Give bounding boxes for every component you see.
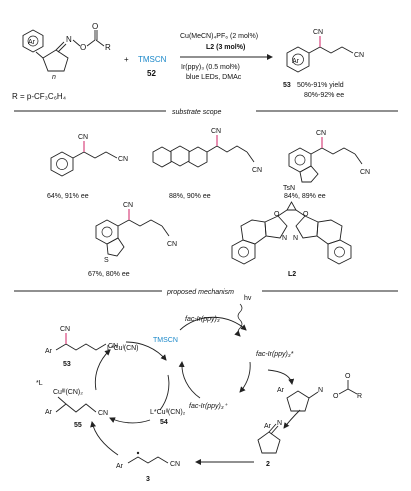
mech-oxime-n: N — [318, 387, 323, 394]
species-53: 53 — [63, 361, 71, 368]
tmscn-reagent: TMSCN — [138, 55, 167, 64]
iminyl-radical-2: N Ar 2 — [257, 409, 301, 468]
tmscn-in-cycle: TMSCN — [153, 337, 178, 344]
copper-cycle: L*Cuᴵ(CN) L*Cuᴵᴵ(CN)₂ 54 TMSCN — [94, 337, 186, 426]
ir-oxidized-state: fac-Ir(ppy)₃⁺ — [189, 403, 229, 410]
mech-oxime-r: R — [357, 393, 362, 400]
cmpd4-s-label: S — [104, 257, 109, 264]
cmpd3-cn-top: CN — [316, 130, 326, 137]
mech-2-ar: Ar — [264, 423, 272, 430]
substrate-oxime-ester: Ar N O O R n — [22, 22, 111, 81]
product-number: 53 — [283, 82, 291, 89]
mech-2-n: N — [277, 420, 282, 427]
cmpd1-cn-top: CN — [78, 134, 88, 141]
condition-copper: Cu(MeCN)₄PF₆ (2 mol%) — [180, 33, 258, 40]
substituent-definition: R = p-CF₃C₆H₄ — [12, 92, 66, 101]
ir-excited-state: fac-Ir(ppy)₃* — [256, 351, 294, 358]
ligand-label: L2 — [288, 271, 296, 278]
product-ee: 80%-92% ee — [304, 92, 344, 99]
reagent-number: 52 — [147, 69, 156, 78]
mech-55-ar: Ar — [45, 409, 53, 416]
cu-i-species: L*Cuᴵ(CN) — [107, 345, 139, 352]
species-55: 55 — [74, 422, 82, 429]
species-54: 54 — [160, 419, 168, 426]
cu-iii-complex: Cuᴵᴵᴵ(CN)₂ — [53, 389, 83, 396]
carbonyl-o-label: O — [92, 22, 98, 31]
scope-compound-indole: TsN CN CN — [283, 130, 370, 192]
cmpd4-cn-top: CN — [123, 202, 133, 209]
mechanism-product-53: CN CN Ar 53 — [45, 326, 118, 368]
condition-photocatalyst: Ir(ppy)₃ (0.5 mol%) — [181, 64, 240, 71]
l2-n-left: N — [282, 235, 287, 242]
scope-result-1: 64%, 91% ee — [47, 193, 89, 200]
ligand-l2-structure: O N O N — [231, 201, 352, 265]
mech-oxime-o: O — [333, 393, 339, 400]
ring-size-n-label: n — [52, 74, 56, 81]
cmpd1-cn-end: CN — [118, 156, 128, 163]
mech-oxime-co: O — [345, 373, 351, 380]
cmpd3-cn-end: CN — [360, 169, 370, 176]
scope-result-4: 67%, 80% ee — [88, 271, 130, 278]
scope-result-3: 84%, 89% ee — [284, 193, 326, 200]
substrate-o-label: O — [80, 43, 86, 52]
product-cn-end: CN — [354, 52, 364, 59]
condition-light-solvent: blue LEDs, DMAc — [186, 74, 242, 81]
main-reaction: Ar N O O R n R = p-CF₃C₆H₄ + TMSCN 52 Cu… — [12, 22, 364, 101]
scope-compound-phenyl: CN CN — [50, 134, 128, 177]
l2-o-right: O — [303, 211, 309, 218]
cmpd4-cn-end: CN — [167, 241, 177, 248]
cmpd2-cn-top: CN — [211, 128, 221, 135]
mech-3-cn-end: CN — [170, 461, 180, 468]
ir-ground-state: fac-Ir(ppy)₃ — [185, 316, 220, 323]
mech-55-cn-end: CN — [98, 410, 108, 417]
scope-header: substrate scope — [172, 109, 222, 116]
species-3: 3 — [146, 476, 150, 483]
mech-oxime-ar: Ar — [277, 387, 285, 394]
mechanism-header: proposed mechanism — [166, 289, 234, 296]
cmpd3-tsn-label: TsN — [283, 185, 295, 192]
substrate-ar-label: Ar — [28, 39, 36, 46]
l2-o-left: O — [274, 211, 280, 218]
oxime-ester-substrate: Ar N O O R — [267, 369, 362, 412]
product-yield: 50%-91% yield — [297, 82, 344, 89]
substrate-n-label: N — [66, 35, 72, 44]
mech-3-ar: Ar — [116, 463, 124, 470]
product-ar-label: Ar — [292, 58, 300, 65]
species-2: 2 — [266, 461, 270, 468]
cu-ii-species: L*Cuᴵᴵ(CN)₂ — [150, 409, 186, 416]
l2-n-right: N — [293, 235, 298, 242]
photoredox-cycle: fac-Ir(ppy)₃ fac-Ir(ppy)₃* fac-Ir(ppy)₃⁺… — [178, 295, 294, 410]
proposed-mechanism: proposed mechanism fac-Ir(ppy)₃ fac-Ir(p… — [14, 289, 398, 483]
scope-result-2: 88%, 90% ee — [169, 193, 211, 200]
light-hv-label: hv — [244, 295, 252, 302]
substrate-scope: substrate scope CN CN 64%, 91% ee CN CN … — [14, 109, 398, 278]
cmpd2-cn-end: CN — [252, 167, 262, 174]
product-cn-top: CN — [313, 29, 323, 36]
plus-sign: + — [124, 55, 129, 64]
scope-compound-benzothiophene: S CN CN — [95, 202, 177, 264]
alkyl-radical-3: Ar CN 3 — [90, 421, 254, 483]
product-53-structure: Ar CN CN — [286, 29, 364, 73]
scope-compound-fluorenyl: CN CN — [152, 128, 262, 174]
cu-iii-species-55: *L Cuᴵᴵᴵ(CN)₂ CN Ar 55 — [36, 380, 108, 429]
cu-iii-ligand: *L — [36, 380, 43, 387]
mech-53-cn-end: CN — [108, 343, 118, 350]
substituent-r-label: R — [105, 43, 111, 52]
mech-53-ar: Ar — [45, 348, 53, 355]
condition-ligand: L2 (3 mol%) — [206, 44, 245, 51]
mech-53-cn-top: CN — [60, 326, 70, 333]
